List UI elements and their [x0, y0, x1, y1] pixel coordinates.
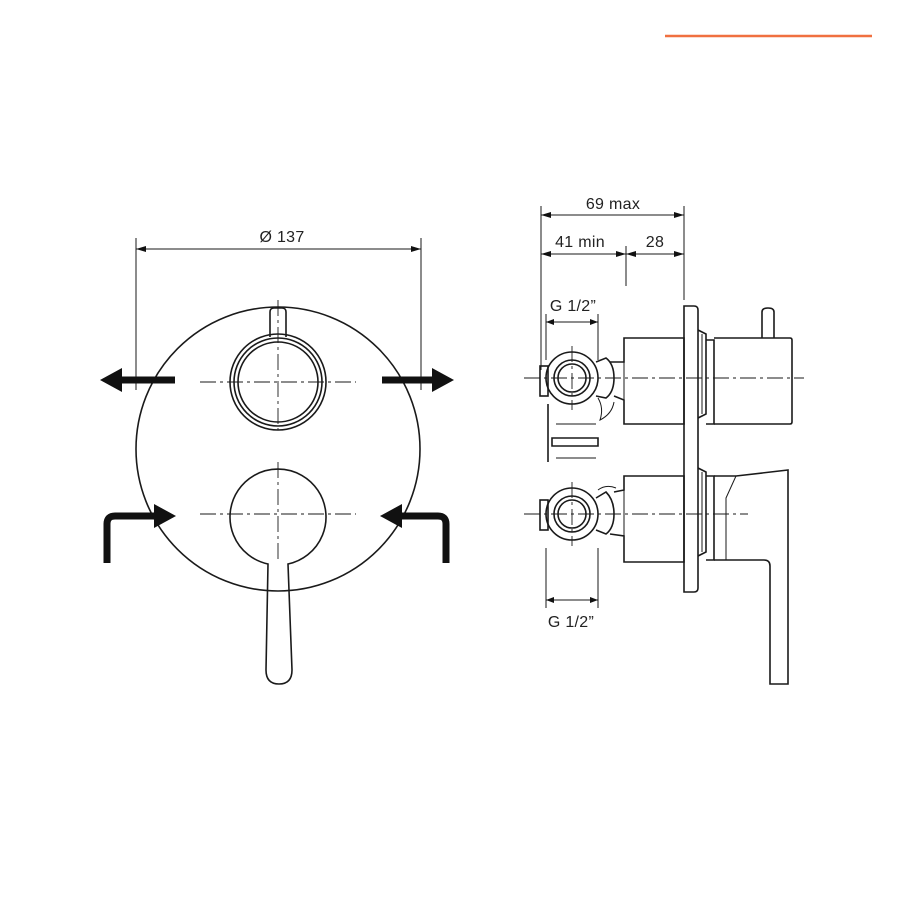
- side-axes: [524, 262, 804, 546]
- side-view: 69 max 41 min 28 G 1/2”: [524, 196, 804, 685]
- front-axes: [200, 300, 356, 560]
- bottom-thread-label: G 1/2”: [548, 614, 594, 631]
- depth-split-dimension: 41 min 28: [541, 234, 684, 286]
- min-depth-label: 41 min: [555, 234, 605, 251]
- bottom-thread-dimension: G 1/2”: [545, 548, 599, 631]
- side-mixer-lever: [706, 469, 789, 685]
- overall-depth-label: 69 max: [586, 196, 640, 213]
- outlet-arrow-right: [382, 368, 454, 392]
- diameter-dimension: Ø 137: [135, 229, 422, 390]
- top-thread-dimension: G 1/2”: [545, 298, 599, 360]
- overall-depth-dimension: 69 max: [540, 196, 685, 370]
- top-thread-label: G 1/2”: [550, 298, 596, 315]
- inlet-arrow-left: [103, 504, 176, 563]
- diameter-label: Ø 137: [259, 229, 304, 246]
- inlet-arrow-right: [380, 504, 450, 563]
- side-diverter-knob: [706, 307, 793, 425]
- plate-depth-label: 28: [646, 234, 664, 251]
- side-cover-plate: [683, 305, 707, 593]
- mixer-lever: [229, 468, 327, 685]
- front-view: Ø 137: [100, 229, 454, 685]
- outlet-arrow-left: [100, 368, 175, 392]
- valve-body: [539, 337, 685, 563]
